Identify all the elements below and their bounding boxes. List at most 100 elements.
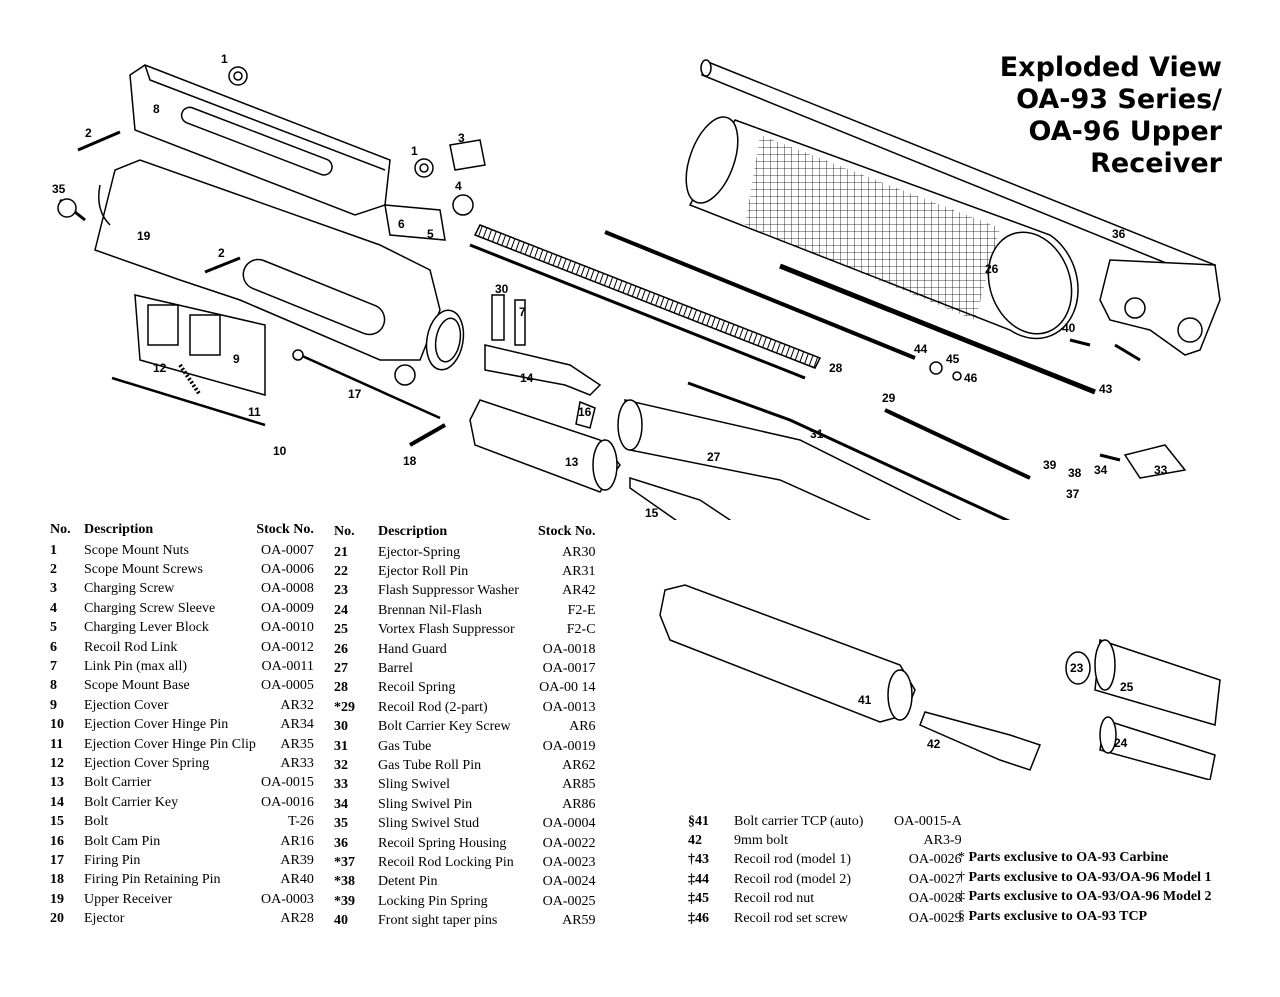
callout: 16 xyxy=(578,405,592,419)
part-description: Bolt Carrier Key Screw xyxy=(378,719,511,735)
part-stock-number: AR30 xyxy=(562,544,596,560)
note-line: § Parts exclusive to OA-93 TCP xyxy=(958,909,1212,929)
callout: 2 xyxy=(218,246,225,260)
callout: 15 xyxy=(645,506,659,520)
part-stock-number: OA-0005 xyxy=(260,678,314,694)
exploded-diagram: 1 8 2 35 19 2 9 12 11 10 17 18 1 3 4 6 5… xyxy=(52,52,1221,520)
part-number: 19 xyxy=(50,891,64,907)
part-stock-number: OA-0029 xyxy=(908,910,962,926)
part-description: Scope Mount Nuts xyxy=(84,542,189,558)
callout: 5 xyxy=(427,227,434,241)
callout: 42 xyxy=(927,737,941,751)
part-stock-number: AR33 xyxy=(280,755,314,771)
part-stock-number: AR31 xyxy=(562,564,596,580)
part-description: Locking Pin Spring xyxy=(378,893,488,909)
part-stock-number: OA-0023 xyxy=(542,854,596,870)
part-stock-number: AR86 xyxy=(562,796,596,812)
hand-guard-part xyxy=(685,116,1079,340)
part-number: 33 xyxy=(334,777,348,793)
part-number: 42 xyxy=(688,833,702,849)
part-stock-number: OA-0028 xyxy=(908,891,962,907)
part-description: Firing Pin Retaining Pin xyxy=(84,872,221,888)
part-stock-number: AR40 xyxy=(280,872,314,888)
part-description: Ejector xyxy=(84,911,125,927)
part-row: 20 Ejector AR28 xyxy=(50,909,314,928)
part-description: Charging Screw xyxy=(84,581,175,597)
note-symbol: § xyxy=(958,908,969,924)
part-number: ‡46 xyxy=(688,910,709,926)
part-description: Gas Tube xyxy=(378,738,432,754)
part-description: Ejection Cover Hinge Pin Clip xyxy=(84,736,256,752)
part-stock-number: AR39 xyxy=(280,852,314,868)
callout: 39 xyxy=(1043,458,1057,472)
part-description: Charging Lever Block xyxy=(84,620,209,636)
part-description: Bolt Cam Pin xyxy=(84,833,161,849)
part-stock-number: AR62 xyxy=(562,757,596,773)
part-number: *38 xyxy=(334,874,355,890)
part-stock-number: AR85 xyxy=(562,777,596,793)
recoil-rods xyxy=(604,230,1096,395)
part-number: *39 xyxy=(334,893,355,909)
part-stock-number: OA-0010 xyxy=(260,620,314,636)
part-description: Recoil Rod Locking Pin xyxy=(378,854,514,870)
part-stock-number: OA-0007 xyxy=(260,542,314,558)
part-number: 2 xyxy=(50,562,57,578)
note-line: ‡ Parts exclusive to OA-93/OA-96 Model 2 xyxy=(958,889,1212,909)
part-number: 21 xyxy=(334,544,348,560)
part-description: Bolt Carrier xyxy=(84,775,152,791)
part-number: 9 xyxy=(50,697,57,713)
part-description: Ejection Cover Hinge Pin xyxy=(84,717,229,733)
callout: 27 xyxy=(707,450,721,464)
part-description: Ejector Roll Pin xyxy=(378,564,469,580)
note-symbol: ‡ xyxy=(958,889,969,904)
part-description: Recoil rod nut xyxy=(734,891,815,907)
part-row: 18 Firing Pin Retaining Pin AR40 xyxy=(50,871,314,890)
header-stock: Stock No. xyxy=(538,524,596,539)
bolt-carrier-part xyxy=(469,399,621,493)
part-stock-number: OA-0022 xyxy=(542,835,596,851)
part-number: 35 xyxy=(334,816,348,832)
part-stock-number: AR28 xyxy=(280,911,314,927)
callout: 3 xyxy=(458,131,465,145)
part-description: Bolt carrier TCP (auto) xyxy=(734,813,864,829)
part-description: Sling Swivel xyxy=(378,777,450,793)
parts-notes: * Parts exclusive to OA-93 Carbine† Part… xyxy=(958,850,1212,928)
part-number: 4 xyxy=(50,600,57,616)
callout: 12 xyxy=(153,361,167,375)
part-number: 5 xyxy=(50,620,57,636)
note-text: Parts exclusive to OA-93 TCP xyxy=(968,908,1148,924)
part-description: Barrel xyxy=(378,661,413,677)
part-description: Hand Guard xyxy=(378,641,447,657)
part-number: 20 xyxy=(50,911,64,927)
part-description: Flash Suppressor Washer xyxy=(378,583,519,599)
part-description: Ejection Cover Spring xyxy=(84,755,210,771)
callout: 19 xyxy=(137,229,151,243)
part-description: Firing Pin xyxy=(84,852,141,868)
callout: 9 xyxy=(233,352,240,366)
part-number: 18 xyxy=(50,872,64,888)
part-number: †43 xyxy=(688,852,709,868)
callout: 40 xyxy=(1062,321,1076,335)
callout: 46 xyxy=(964,371,978,385)
callout: 44 xyxy=(914,342,928,356)
callout: 10 xyxy=(273,444,287,458)
part-stock-number: OA-0006 xyxy=(260,562,314,578)
